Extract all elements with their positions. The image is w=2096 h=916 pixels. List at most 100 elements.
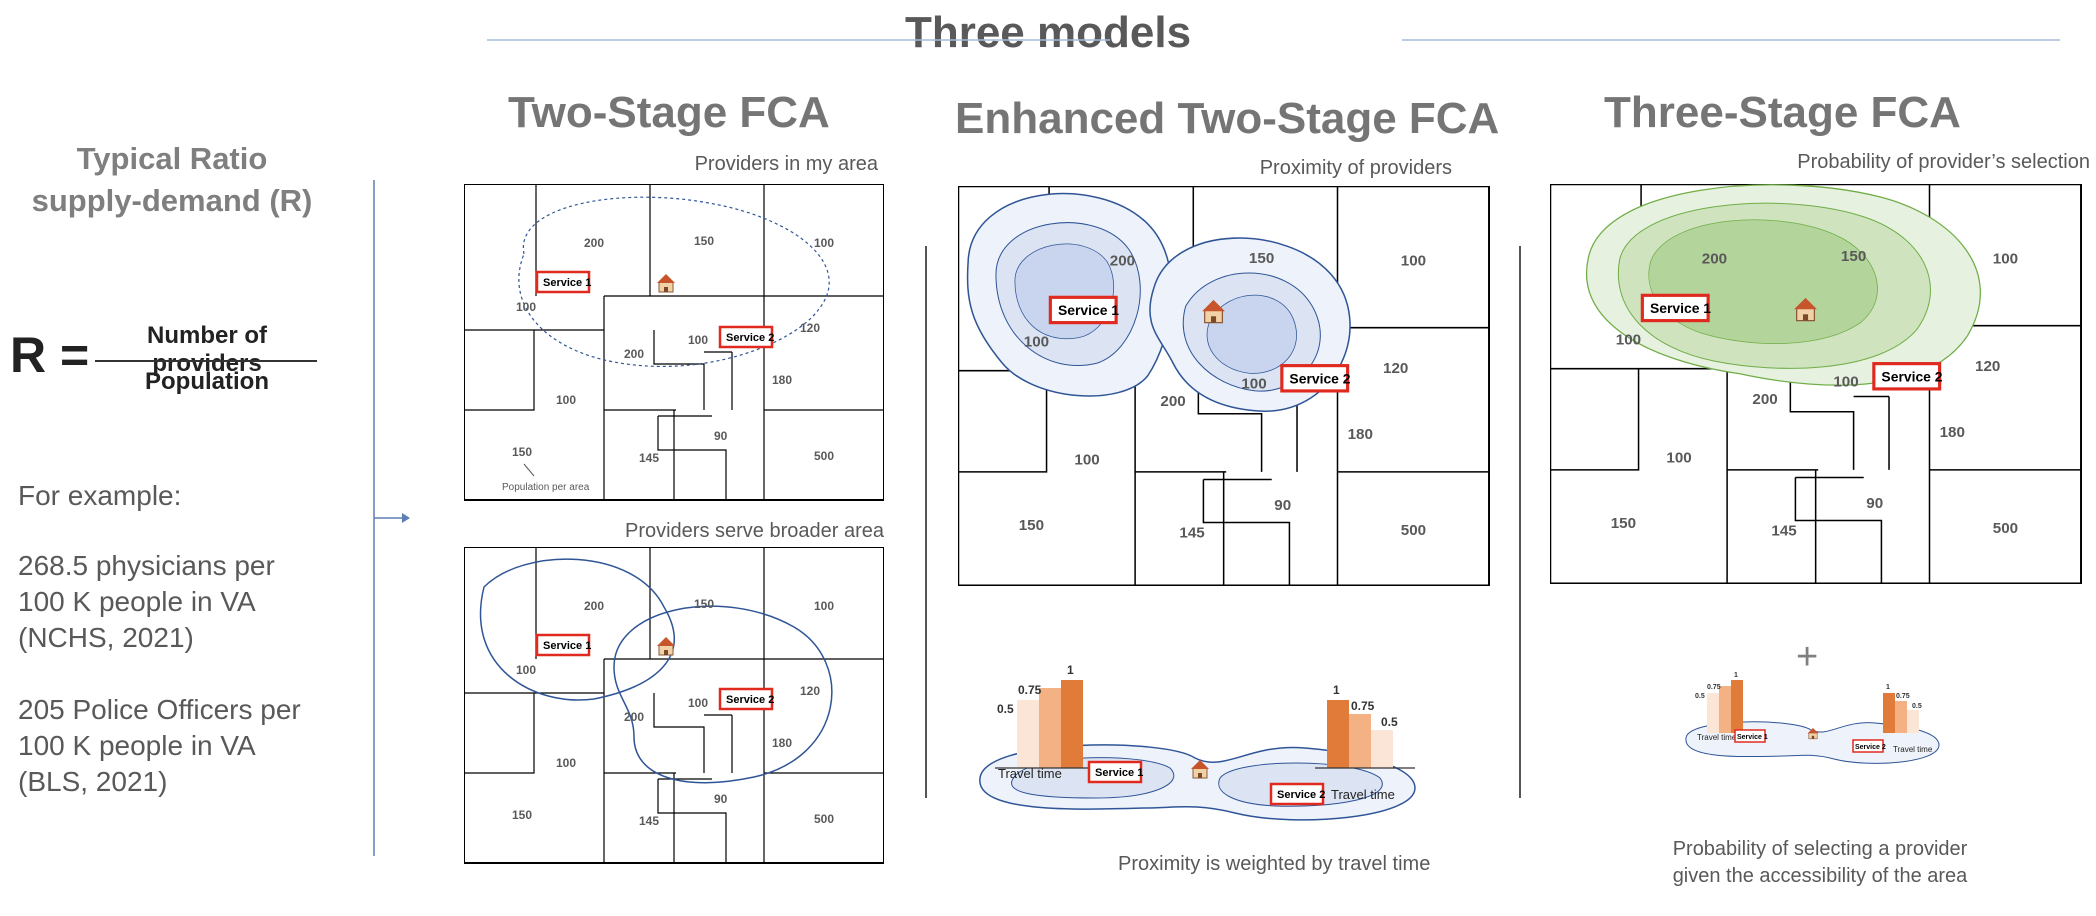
- map1-value-200b: 200: [624, 347, 644, 361]
- map1-value-180: 180: [772, 373, 792, 387]
- map1-value-120: 120: [800, 321, 820, 335]
- travel-time-label-2: Travel time: [1331, 787, 1395, 802]
- small-weight-mid-1: 0.75: [1707, 684, 1721, 691]
- map3-value-150b: 150: [1019, 517, 1044, 534]
- map4-value-100d: 100: [1666, 449, 1691, 466]
- map1-service2: Service 2: [718, 325, 774, 349]
- model-title-3sfca: Three-Stage FCA: [1604, 88, 1961, 137]
- example-police: 205 Police Officers per 100 K people in …: [18, 692, 348, 800]
- small-weight-low-2: 0.5: [1912, 703, 1922, 710]
- page-title: Three models: [904, 8, 1192, 57]
- map4-service2: Service 2: [1872, 362, 1943, 391]
- map4-value-100b: 100: [1616, 332, 1641, 349]
- map-2sfca-broader: 200 150 100 100 200 100 120 180 100 145 …: [464, 547, 884, 864]
- map3-service1: Service 1: [1048, 295, 1119, 325]
- map-3sfca: 200 150 100 100 200 100 120 180 100 145 …: [1550, 184, 2082, 584]
- map4-value-200b: 200: [1752, 391, 1777, 408]
- small-weight-high-1: 1: [1734, 672, 1738, 679]
- model-title-e2sfca: Enhanced Two-Stage FCA: [955, 94, 1500, 143]
- weight-bar-low-1: [1017, 700, 1039, 768]
- map4-service1: Service 1: [1640, 293, 1711, 323]
- ratio-heading: Typical Ratio supply-demand (R): [20, 138, 324, 222]
- weight-label-high-2: 1: [1333, 683, 1340, 697]
- caption-providers-in-area: Providers in my area: [694, 153, 878, 175]
- example-physicians-line2: 100 K people in VA: [18, 586, 256, 617]
- map3-value-100c: 100: [1241, 375, 1266, 392]
- caption-proximity: Proximity of providers: [1259, 157, 1452, 179]
- map2-service1: Service 1: [535, 633, 591, 657]
- example-police-line1: 205 Police Officers per: [18, 694, 301, 725]
- formula-denominator: Population: [145, 368, 269, 395]
- svg-text:Service 2: Service 2: [1277, 789, 1325, 801]
- caption-selection-probability: Probability of selecting a provider give…: [1620, 836, 2020, 890]
- map1-value-145: 145: [639, 451, 659, 465]
- example-physicians-line1: 268.5 physicians per: [18, 550, 275, 581]
- weight-label-mid-2: 0.75: [1351, 699, 1375, 713]
- separator-2: [1519, 246, 1521, 798]
- map2-value-200b: 200: [624, 710, 644, 724]
- title-rules: [487, 39, 2060, 41]
- map1-value-100a: 100: [814, 236, 834, 250]
- map3-value-200b: 200: [1160, 393, 1185, 410]
- map1-value-500: 500: [814, 449, 834, 463]
- map1-pop-note: Population per area: [502, 482, 590, 493]
- travel-service2: Service 2: [1269, 782, 1325, 806]
- map2-service2: Service 2: [718, 687, 774, 711]
- weight-label-high-1: 1: [1067, 663, 1074, 677]
- small-service1: Service 1: [1737, 734, 1768, 741]
- map3-value-100d: 100: [1074, 451, 1099, 468]
- svg-text:Service 2: Service 2: [1289, 370, 1350, 386]
- map1-value-100d: 100: [556, 393, 576, 407]
- weight-label-low-1: 0.5: [997, 702, 1014, 716]
- travel-time-weights: 0.5 0.75 1 1 0.75 0.5 Travel time Travel…: [979, 663, 1416, 821]
- svg-text:Service 1: Service 1: [1058, 302, 1119, 318]
- map1-service1: Service 1: [535, 270, 591, 294]
- caption-selection: Probability of provider’s selection: [1797, 151, 2090, 173]
- formula-numerator: Number of providers: [147, 322, 267, 377]
- small-weight-low-1: 0.5: [1695, 693, 1705, 700]
- map2-value-90: 90: [714, 792, 728, 806]
- map4-value-150: 150: [1841, 248, 1866, 265]
- left-separator: [373, 180, 410, 856]
- weight-bar-mid-2: [1349, 714, 1371, 768]
- travel-time-label-1: Travel time: [998, 766, 1062, 781]
- map2-value-145: 145: [639, 814, 659, 828]
- small-weight-mid-2: 0.75: [1896, 693, 1910, 700]
- map3-value-200: 200: [1110, 253, 1135, 270]
- separator-1: [925, 246, 927, 798]
- weight-label-low-2: 0.5: [1381, 715, 1398, 729]
- map3-value-180: 180: [1348, 426, 1373, 443]
- map1-value-100b: 100: [516, 300, 536, 314]
- map2-value-150b: 150: [512, 808, 532, 822]
- svg-text:Service 1: Service 1: [543, 277, 591, 289]
- map4-value-180: 180: [1940, 424, 1965, 441]
- weight-bar-high-2: [1327, 700, 1349, 768]
- svg-text:Service 2: Service 2: [726, 694, 774, 706]
- map2-value-100c: 100: [688, 696, 708, 710]
- map3-value-120: 120: [1383, 360, 1408, 377]
- map4-value-150b: 150: [1611, 515, 1636, 532]
- map1-value-100c: 100: [688, 333, 708, 347]
- weight-bar-low-2: [1371, 730, 1393, 768]
- map3-value-150: 150: [1249, 250, 1274, 267]
- fraction-bar: [95, 360, 317, 362]
- example-police-line2: 100 K people in VA: [18, 730, 256, 761]
- small-travel-time-1: Travel time: [1697, 733, 1737, 742]
- map1-value-200: 200: [584, 236, 604, 250]
- weight-bar-mid-1: [1039, 688, 1061, 768]
- map1-value-90: 90: [714, 429, 728, 443]
- map2-value-500: 500: [814, 812, 834, 826]
- weight-bar-high-1: [1061, 680, 1083, 768]
- map3-value-90: 90: [1274, 497, 1291, 514]
- travel-service1: Service 1: [1087, 760, 1143, 784]
- formula-r: R =: [10, 327, 90, 383]
- map2-value-100b: 100: [516, 663, 536, 677]
- map4-value-500: 500: [1993, 520, 2018, 537]
- map1-value-150: 150: [694, 234, 714, 248]
- svg-text:Service 1: Service 1: [1650, 300, 1711, 316]
- small-travel-time-2: Travel time: [1893, 745, 1933, 754]
- svg-text:Service 1: Service 1: [1095, 767, 1143, 779]
- map3-service2: Service 2: [1280, 364, 1351, 393]
- example-physicians: 268.5 physicians per 100 K people in VA …: [18, 548, 348, 656]
- map2-value-120: 120: [800, 684, 820, 698]
